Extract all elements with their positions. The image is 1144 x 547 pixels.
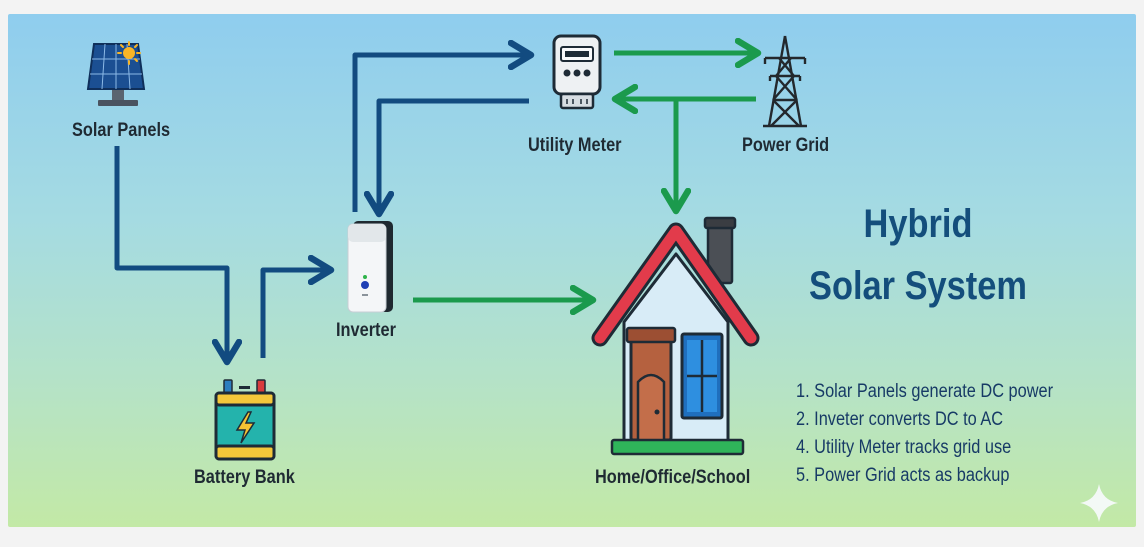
utility-meter-icon — [552, 34, 602, 110]
sparkle-icon — [1080, 484, 1118, 522]
inverter-icon — [347, 221, 393, 313]
title-line-2: Solar System — [809, 264, 1027, 308]
solar-panels-label: Solar Panels — [72, 120, 171, 141]
utility-meter-label: Utility Meter — [528, 135, 622, 156]
arrow-battery-to-inverter — [260, 270, 329, 358]
transmission-tower-icon — [763, 35, 807, 128]
diagram-canvas: Solar Panels Battery Bank Inverter Utili… — [8, 14, 1136, 527]
step-item: 5. Power Grid acts as backup — [796, 465, 1010, 486]
battery-bank-label: Battery Bank — [194, 467, 295, 488]
arrow-inverter-to-meter — [352, 55, 529, 212]
step-item: 1. Solar Panels generate DC power — [796, 381, 1054, 402]
solar-panel-icon — [86, 41, 146, 106]
title-line-1: Hybrid — [863, 202, 973, 246]
step-item: 2. Inveter converts DC to AC — [796, 409, 1004, 430]
step-item: 4. Utility Meter tracks grid use — [796, 437, 1012, 458]
flow-diagram — [86, 34, 1118, 522]
inverter-label: Inverter — [336, 320, 396, 341]
battery-icon — [214, 379, 276, 461]
steps-list: 1. Solar Panels generate DC power 2. Inv… — [796, 378, 1095, 490]
arrow-solar-to-battery — [114, 146, 227, 360]
house-icon — [591, 216, 760, 456]
arrow-meter-to-inverter — [379, 98, 529, 212]
power-grid-label: Power Grid — [742, 135, 830, 156]
home-label: Home/Office/School — [595, 467, 751, 488]
